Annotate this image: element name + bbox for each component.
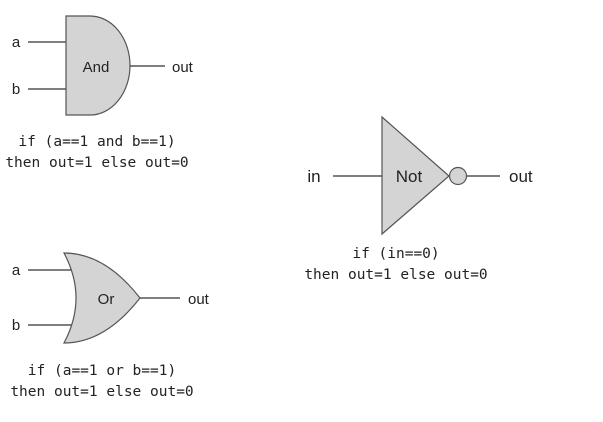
and-rule-line1: if (a==1 and b==1): [18, 134, 175, 150]
and-input-a-label: a: [12, 34, 21, 51]
and-input-b-label: b: [12, 81, 20, 98]
not-input-label: in: [307, 167, 320, 186]
and-rule-line2: then out=1 else out=0: [5, 155, 188, 171]
or-rule-line2: then out=1 else out=0: [10, 384, 193, 400]
or-gate-body: [63, 252, 141, 344]
or-gate-group: a b Or out if (a==1 or b==1) then out=1 …: [10, 252, 210, 400]
or-rule-line1: if (a==1 or b==1): [28, 363, 176, 379]
and-gate-group: a b And out if (a==1 and b==1) then out=…: [5, 15, 194, 171]
or-output-label: out: [188, 291, 210, 308]
not-gate-body: [381, 115, 450, 236]
not-output-label: out: [509, 167, 533, 186]
not-gate-label: Not: [396, 167, 423, 186]
or-gate-label: Or: [98, 291, 115, 308]
and-gate-body: [65, 15, 131, 116]
or-input-a-label: a: [12, 262, 21, 279]
and-gate-label: And: [83, 59, 110, 76]
not-inverter-bubble: [448, 166, 468, 186]
not-gate-group: in Not out if (in==0) then out=1 else ou…: [304, 115, 533, 283]
and-output-label: out: [172, 59, 194, 76]
or-input-b-label: b: [12, 317, 20, 334]
not-rule-line1: if (in==0): [352, 246, 439, 262]
not-rule-line2: then out=1 else out=0: [304, 267, 487, 283]
